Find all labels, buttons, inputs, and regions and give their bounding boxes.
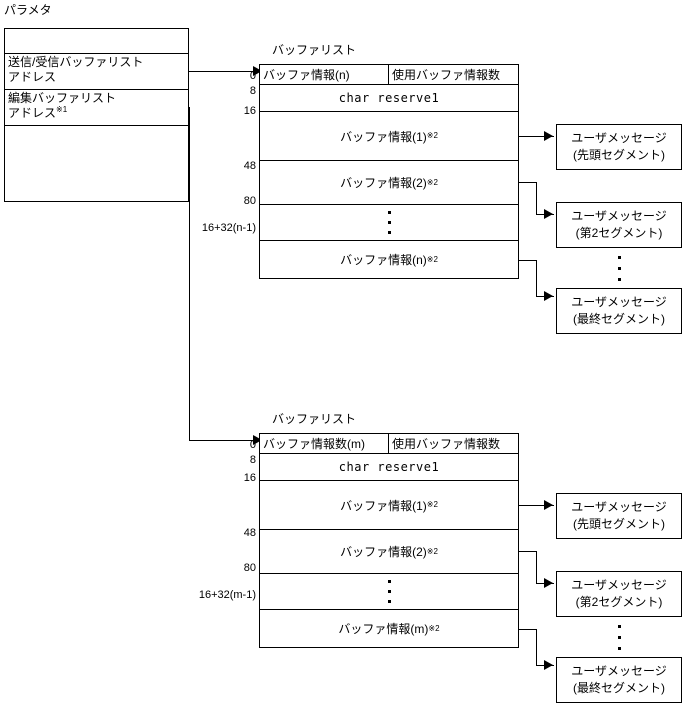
- bottom-offset-80: 80: [243, 562, 256, 574]
- bottom-user-message-last-segment: ユーザメッセージ (最終セグメント): [556, 657, 682, 703]
- bottom-conn-rowm-v: [536, 629, 537, 665]
- top-cell-2-note: ※2: [426, 177, 438, 187]
- top-msg3-line2: (最終セグメント): [573, 312, 665, 326]
- bottom-cell-buffer-info-count-m: バッファ情報数(m): [259, 433, 389, 454]
- top-conn-rown-v: [536, 260, 537, 296]
- top-cell-n-note: ※2: [426, 254, 438, 264]
- bottom-vertical-ellipsis-icon: [387, 580, 391, 603]
- top-cell-char-reserve1: char reserve1: [259, 84, 519, 112]
- bottom-arrow-msg1: [544, 500, 553, 510]
- bottom-cell-buffer-info-1: バッファ情報(1)※2: [259, 480, 519, 530]
- top-cell-buffer-info-1: バッファ情報(1)※2: [259, 111, 519, 161]
- bottom-cell-char-reserve1: char reserve1: [259, 453, 519, 481]
- bottom-arrow-msg2: [544, 578, 553, 588]
- top-vertical-ellipsis-icon: [387, 211, 391, 234]
- top-msg1-line1: ユーザメッセージ: [571, 131, 667, 145]
- arrow-to-top-buffer-list: [253, 66, 262, 76]
- top-conn-row1-h: [519, 136, 554, 137]
- bottom-user-message-second-segment: ユーザメッセージ (第2セグメント): [556, 571, 682, 617]
- param-row-empty-bottom: [5, 126, 188, 201]
- top-offset-48: 48: [243, 160, 256, 172]
- top-conn-rown-h1: [519, 260, 537, 261]
- bottom-messages-vertical-ellipsis-icon: [617, 625, 621, 650]
- bottom-cell-buffer-info-m-last: バッファ情報(m)※2: [259, 609, 519, 648]
- bottom-cell-m-note: ※2: [428, 623, 440, 633]
- bottom-msg3-line1: ユーザメッセージ: [571, 664, 667, 678]
- top-buffer-list-caption: バッファリスト: [272, 43, 357, 57]
- top-offset-0: 0: [249, 70, 256, 82]
- bottom-offset-48: 48: [243, 527, 256, 539]
- arrow-to-bottom-buffer-list: [253, 435, 262, 445]
- bottom-msg1-line2: (先頭セグメント): [573, 517, 665, 531]
- parameter-box: 送信/受信バッファリスト アドレス 編集バッファリスト アドレス※1: [4, 28, 189, 202]
- bottom-conn-row1-h: [519, 505, 554, 506]
- bottom-msg2-line1: ユーザメッセージ: [571, 578, 667, 592]
- param-row-1-line2: アドレス: [8, 70, 57, 84]
- top-offset-16: 16: [243, 105, 256, 117]
- top-msg2-line1: ユーザメッセージ: [571, 209, 667, 223]
- top-conn-row2-h1: [519, 182, 537, 183]
- bottom-cell-buffer-info-2: バッファ情報(2)※2: [259, 529, 519, 574]
- top-cell-buffer-info-n-last: バッファ情報(n)※2: [259, 240, 519, 279]
- param-row-edit-buffer-list-address: 編集バッファリスト アドレス※1: [5, 90, 188, 126]
- top-arrow-msg3: [544, 291, 553, 301]
- top-msg1-line2: (先頭セグメント): [573, 148, 665, 162]
- top-offset-8: 8: [249, 85, 256, 97]
- top-cell-1-note: ※2: [426, 131, 438, 140]
- param-row-2-note: ※1: [56, 105, 68, 114]
- bottom-conn-row2-v: [536, 551, 537, 583]
- top-arrow-msg1: [544, 131, 553, 141]
- bottom-conn-rowm-h1: [519, 629, 537, 630]
- bottom-offset-16: 16: [243, 472, 256, 484]
- connector-edit-top-stub: [189, 107, 190, 108]
- connector-edit-vert-left: [189, 107, 190, 440]
- bottom-offset-8: 8: [249, 454, 256, 466]
- top-arrow-msg2: [544, 209, 553, 219]
- param-row-2-line1: 編集バッファリスト: [8, 91, 117, 105]
- bottom-msg2-line2: (第2セグメント): [575, 595, 663, 609]
- param-row-1-line1: 送信/受信バッファリスト: [8, 55, 144, 69]
- param-box-caption: パラメタ: [4, 3, 52, 17]
- param-row-empty-top: [5, 29, 188, 54]
- top-user-message-last-segment: ユーザメッセージ (最終セグメント): [556, 288, 682, 334]
- param-row-send-recv-buffer-list-address: 送信/受信バッファリスト アドレス: [5, 54, 188, 90]
- top-offset-80: 80: [243, 195, 256, 207]
- top-cell-ellipsis: [259, 204, 519, 241]
- bottom-cell-used-buffer-info-count: 使用バッファ情報数: [388, 433, 519, 454]
- param-row-2-line2: アドレス※1: [8, 105, 68, 121]
- bottom-msg1-line1: ユーザメッセージ: [571, 500, 667, 514]
- bottom-cell-1-note: ※2: [426, 500, 438, 509]
- bottom-arrow-msg3: [544, 660, 553, 670]
- top-msg3-line1: ユーザメッセージ: [571, 295, 667, 309]
- bottom-buffer-list-caption: バッファリスト: [272, 412, 357, 426]
- connector-send-recv-to-top-list: [189, 71, 257, 72]
- top-offset-generic: 16+32(n-1): [201, 222, 256, 234]
- top-user-message-first-segment: ユーザメッセージ (先頭セグメント): [556, 124, 682, 170]
- top-user-message-second-segment: ユーザメッセージ (第2セグメント): [556, 202, 682, 248]
- top-conn-row2-v: [536, 182, 537, 214]
- top-messages-vertical-ellipsis-icon: [617, 256, 621, 281]
- bottom-user-message-first-segment: ユーザメッセージ (先頭セグメント): [556, 493, 682, 539]
- bottom-cell-2-note: ※2: [426, 546, 438, 556]
- bottom-conn-row2-h1: [519, 551, 537, 552]
- bottom-offset-generic: 16+32(m-1): [198, 589, 256, 601]
- top-msg2-line2: (第2セグメント): [575, 226, 663, 240]
- top-cell-used-buffer-info-count: 使用バッファ情報数: [388, 64, 519, 85]
- bottom-cell-ellipsis: [259, 573, 519, 610]
- bottom-msg3-line2: (最終セグメント): [573, 681, 665, 695]
- connector-edit-to-bottom-list: [189, 440, 257, 441]
- top-cell-buffer-info-2: バッファ情報(2)※2: [259, 160, 519, 205]
- bottom-offset-0: 0: [249, 439, 256, 451]
- top-cell-buffer-info-n: バッファ情報(n): [259, 64, 389, 85]
